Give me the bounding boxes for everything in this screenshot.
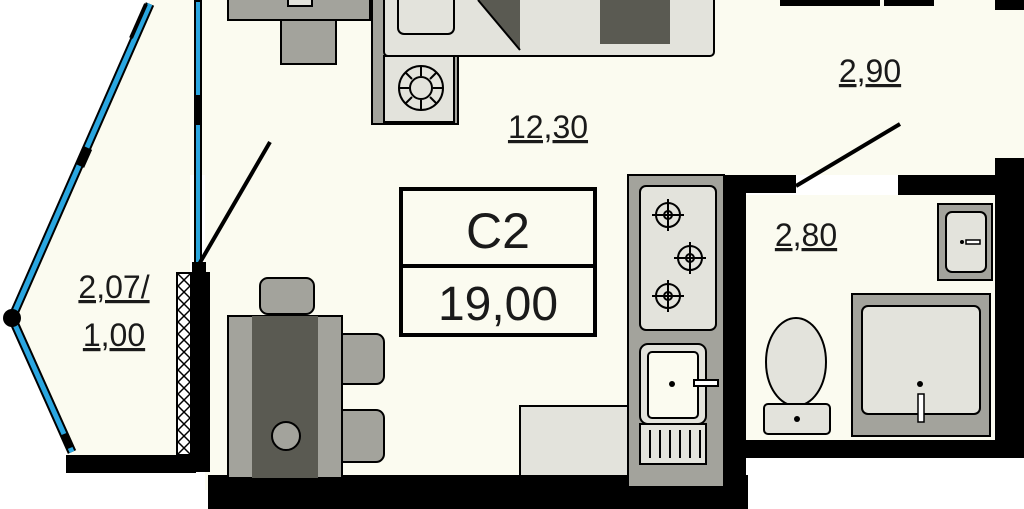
low-cabinet — [519, 405, 629, 477]
chair-right-1 — [335, 333, 385, 385]
bathroom-bottom-wall — [744, 440, 1024, 458]
exhaust-fan-icon — [398, 65, 444, 111]
bathroom-top-wall-left — [724, 175, 796, 193]
toilet-icon — [763, 317, 831, 435]
burner-icon — [652, 199, 706, 312]
balcony-window — [3, 2, 155, 454]
table-runner — [252, 316, 318, 478]
bed — [383, 0, 715, 57]
top-right-stub2 — [884, 0, 934, 6]
bathroom-top-wall-right — [898, 175, 998, 195]
desk-set — [227, 0, 371, 65]
drainboard — [639, 423, 707, 465]
unit-code: С2 — [466, 203, 530, 259]
main-room-area: 12,30 — [508, 109, 588, 145]
top-right-stub — [780, 0, 880, 6]
unit-total-area: 19,00 — [438, 278, 558, 331]
hallway-area: 2,90 — [839, 53, 901, 89]
desk-chair — [280, 19, 337, 65]
kitchen-counter — [627, 174, 725, 488]
hatched-wall — [177, 273, 191, 455]
vase — [271, 421, 301, 451]
room-window — [194, 0, 202, 275]
sink-icon — [937, 203, 993, 281]
unit-label-box: С2 19,00 — [399, 187, 597, 337]
balcony-area-line2: 1,00 — [83, 317, 145, 353]
left-inner-wall — [192, 272, 210, 472]
bathroom-area: 2,80 — [775, 217, 837, 253]
balcony-bottom-wall — [66, 455, 196, 473]
bathroom-fixtures — [763, 203, 993, 437]
bathroom-door-leaf — [794, 122, 902, 188]
dining-set — [227, 277, 385, 479]
kitchen-right-wall — [724, 175, 746, 475]
shower-tray-icon — [851, 293, 991, 437]
balcony-door-leaf — [196, 140, 272, 268]
chair-right-2 — [335, 409, 385, 463]
chair-top — [259, 277, 315, 315]
balcony-floor — [10, 0, 190, 460]
door-swings — [196, 122, 902, 268]
right-wall — [995, 160, 1024, 450]
top-right-wall — [995, 0, 1024, 10]
balcony-area-line1: 2,07/ — [78, 269, 149, 305]
wall-stub — [995, 158, 1024, 164]
desk-drawer — [287, 0, 313, 7]
